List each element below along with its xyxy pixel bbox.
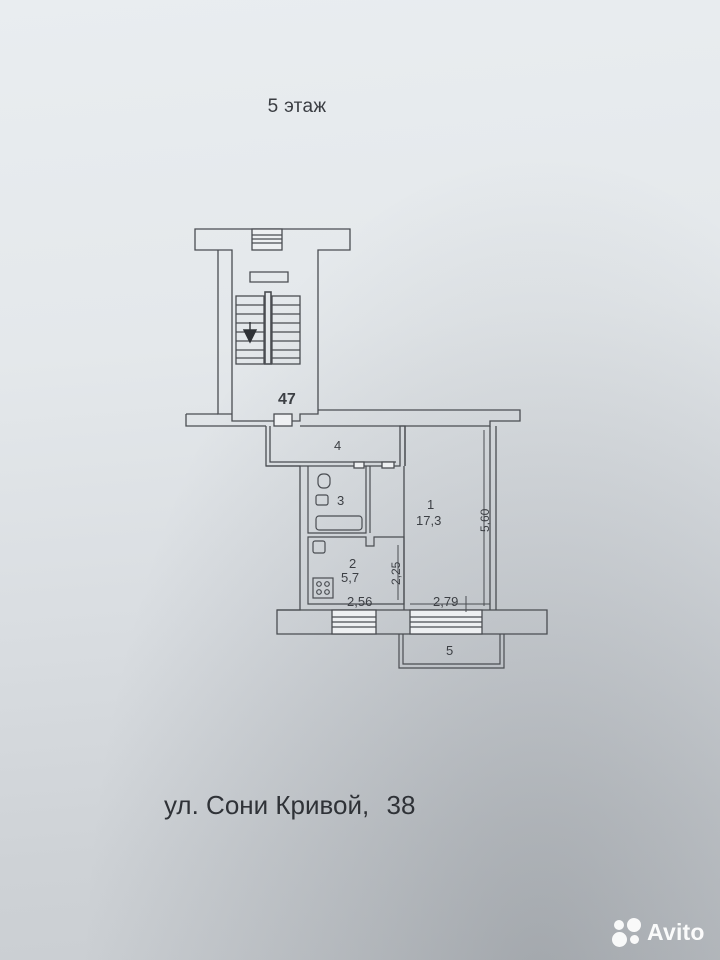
stair-direction-arrow-icon <box>242 322 258 344</box>
toilet-icon <box>317 473 331 489</box>
dimension-kitchen-width: 2,56 <box>347 594 372 609</box>
room-4-number: 4 <box>334 438 341 453</box>
dimension-room1-width: 2,79 <box>433 594 458 609</box>
dimension-room1-depth: 5,60 <box>478 508 492 532</box>
room-1-living <box>403 426 497 610</box>
room-1-area: 17,3 <box>416 513 441 528</box>
room-2-area: 5,7 <box>341 570 359 585</box>
avito-watermark: Avito <box>612 917 708 947</box>
room-4-hallway <box>265 425 406 611</box>
kitchen-sink-icon <box>312 540 326 554</box>
address-house: 38 <box>386 790 416 820</box>
stove-icon <box>312 577 334 599</box>
avito-watermark-text: Avito <box>647 918 705 945</box>
room-1-number: 1 <box>427 497 434 512</box>
address-street: ул. Сони Кривой, <box>164 790 370 820</box>
room-5-balcony <box>398 634 505 669</box>
stair-landing <box>249 271 289 283</box>
dimension-kitchen-depth: 2,25 <box>389 561 403 585</box>
address: ул. Сони Кривой, 38 <box>164 790 464 821</box>
room-3-bathroom <box>307 466 371 534</box>
dimension-lines <box>340 430 490 612</box>
facade-wall <box>276 609 548 635</box>
stairwell-outline <box>194 228 351 422</box>
room-5-number: 5 <box>446 643 453 658</box>
sink-icon <box>315 494 329 506</box>
floor-label: 5 этаж <box>267 96 327 117</box>
stairwell-number: 47 <box>278 391 296 408</box>
bathtub-icon <box>315 515 363 531</box>
building-walls <box>185 409 521 427</box>
stairwell-inner-wall-left <box>217 250 232 415</box>
avito-logo-icon <box>612 917 642 947</box>
stair-handrail <box>264 291 272 365</box>
stairwell <box>194 228 351 422</box>
corridor-wall <box>185 409 521 427</box>
room-3-number: 3 <box>337 493 344 508</box>
entrance-door <box>273 413 293 427</box>
room-2-number: 2 <box>349 556 356 571</box>
stair-flight-right <box>271 295 301 365</box>
